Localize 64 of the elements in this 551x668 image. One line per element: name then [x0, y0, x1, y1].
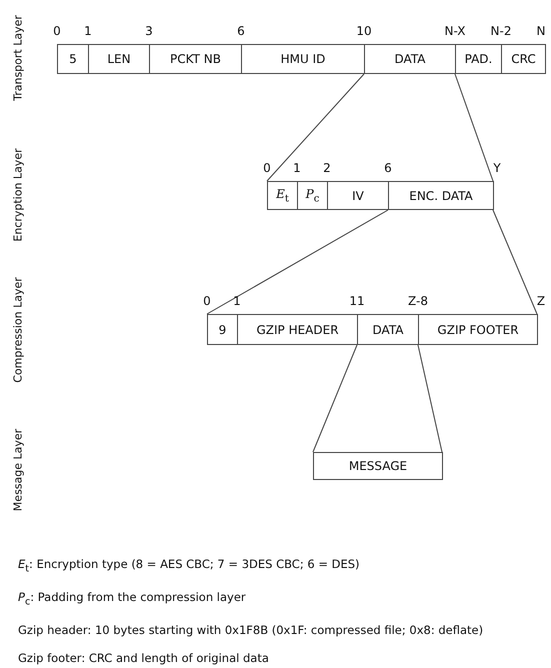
field-box	[313, 452, 443, 480]
byte-offset: Z	[536, 294, 546, 308]
field-box	[57, 44, 89, 74]
note-text: Gzip header: 10 bytes starting with 0x1F8B (0x1F: compressed file; 0x8: deflate)	[18, 623, 484, 637]
field-label: MESSAGE	[348, 459, 408, 473]
note-text: E$_{t}$: Encryption type (8 = AES CBC; 7 = 3DES CBC; 6 = DES)	[18, 557, 360, 574]
field-label: CRC	[511, 52, 536, 66]
field-box	[418, 314, 538, 345]
byte-offset: N-X	[444, 24, 466, 38]
field-label: GZIP HEADER	[256, 322, 339, 336]
field-box	[267, 181, 298, 210]
field-label: HMU ID	[280, 52, 326, 66]
field-box	[455, 44, 502, 74]
field-label: 9	[218, 322, 226, 336]
field-label: LEN	[107, 52, 131, 66]
field-label: P$_{c}$	[306, 186, 320, 204]
field-box	[501, 44, 546, 74]
byte-offset: N	[536, 24, 546, 38]
field-box	[297, 181, 328, 210]
byte-offset: 0	[263, 161, 271, 175]
field-box	[327, 181, 389, 210]
layer-label: Transport Layer	[12, 15, 24, 101]
field-box	[207, 314, 238, 345]
field-box	[149, 44, 242, 74]
field-label: ENC. DATA	[409, 188, 473, 202]
field-label: DATA	[372, 322, 404, 336]
byte-offset: 3	[145, 24, 153, 38]
connector-line	[266, 74, 364, 182]
byte-offset: 1	[233, 294, 241, 308]
byte-offset: 6	[384, 161, 392, 175]
byte-offset: 11	[349, 294, 365, 308]
byte-offset: 1	[293, 161, 301, 175]
connector-line	[312, 344, 358, 452]
field-label: DATA	[394, 52, 426, 66]
connector-line	[454, 74, 494, 182]
field-label: PCKT NB	[170, 52, 221, 66]
byte-offset: 10	[356, 24, 372, 38]
field-label: IV	[352, 188, 364, 202]
note-text: Gzip footer: CRC and length of original data	[18, 651, 269, 665]
field-label: PAD.	[464, 52, 492, 66]
connector-line	[492, 210, 538, 314]
layer-label: Encryption Layer	[12, 148, 24, 242]
connector-line	[418, 344, 442, 452]
byte-offset: 2	[323, 161, 331, 175]
field-label: GZIP FOOTER	[437, 322, 519, 336]
byte-offset: 0	[53, 24, 61, 38]
note-text: P$_{c}$: Padding from the compression layer	[18, 590, 246, 608]
field-box	[357, 314, 419, 345]
byte-offset: 6	[237, 24, 245, 38]
field-box	[364, 44, 456, 74]
layer-label: Message Layer	[12, 428, 24, 512]
byte-offset: Z-8	[408, 294, 428, 308]
field-box	[241, 44, 365, 74]
field-label: 5	[69, 52, 77, 66]
byte-offset: Y	[493, 161, 501, 175]
byte-offset: 0	[203, 294, 211, 308]
field-label: E$_{t}$	[276, 186, 289, 204]
byte-offset: 1	[84, 24, 92, 38]
byte-offset: N-2	[490, 24, 512, 38]
field-box	[88, 44, 150, 74]
field-box	[237, 314, 358, 345]
connector-line	[206, 210, 388, 314]
field-box	[388, 181, 494, 210]
layer-label: Compression Layer	[12, 277, 24, 383]
